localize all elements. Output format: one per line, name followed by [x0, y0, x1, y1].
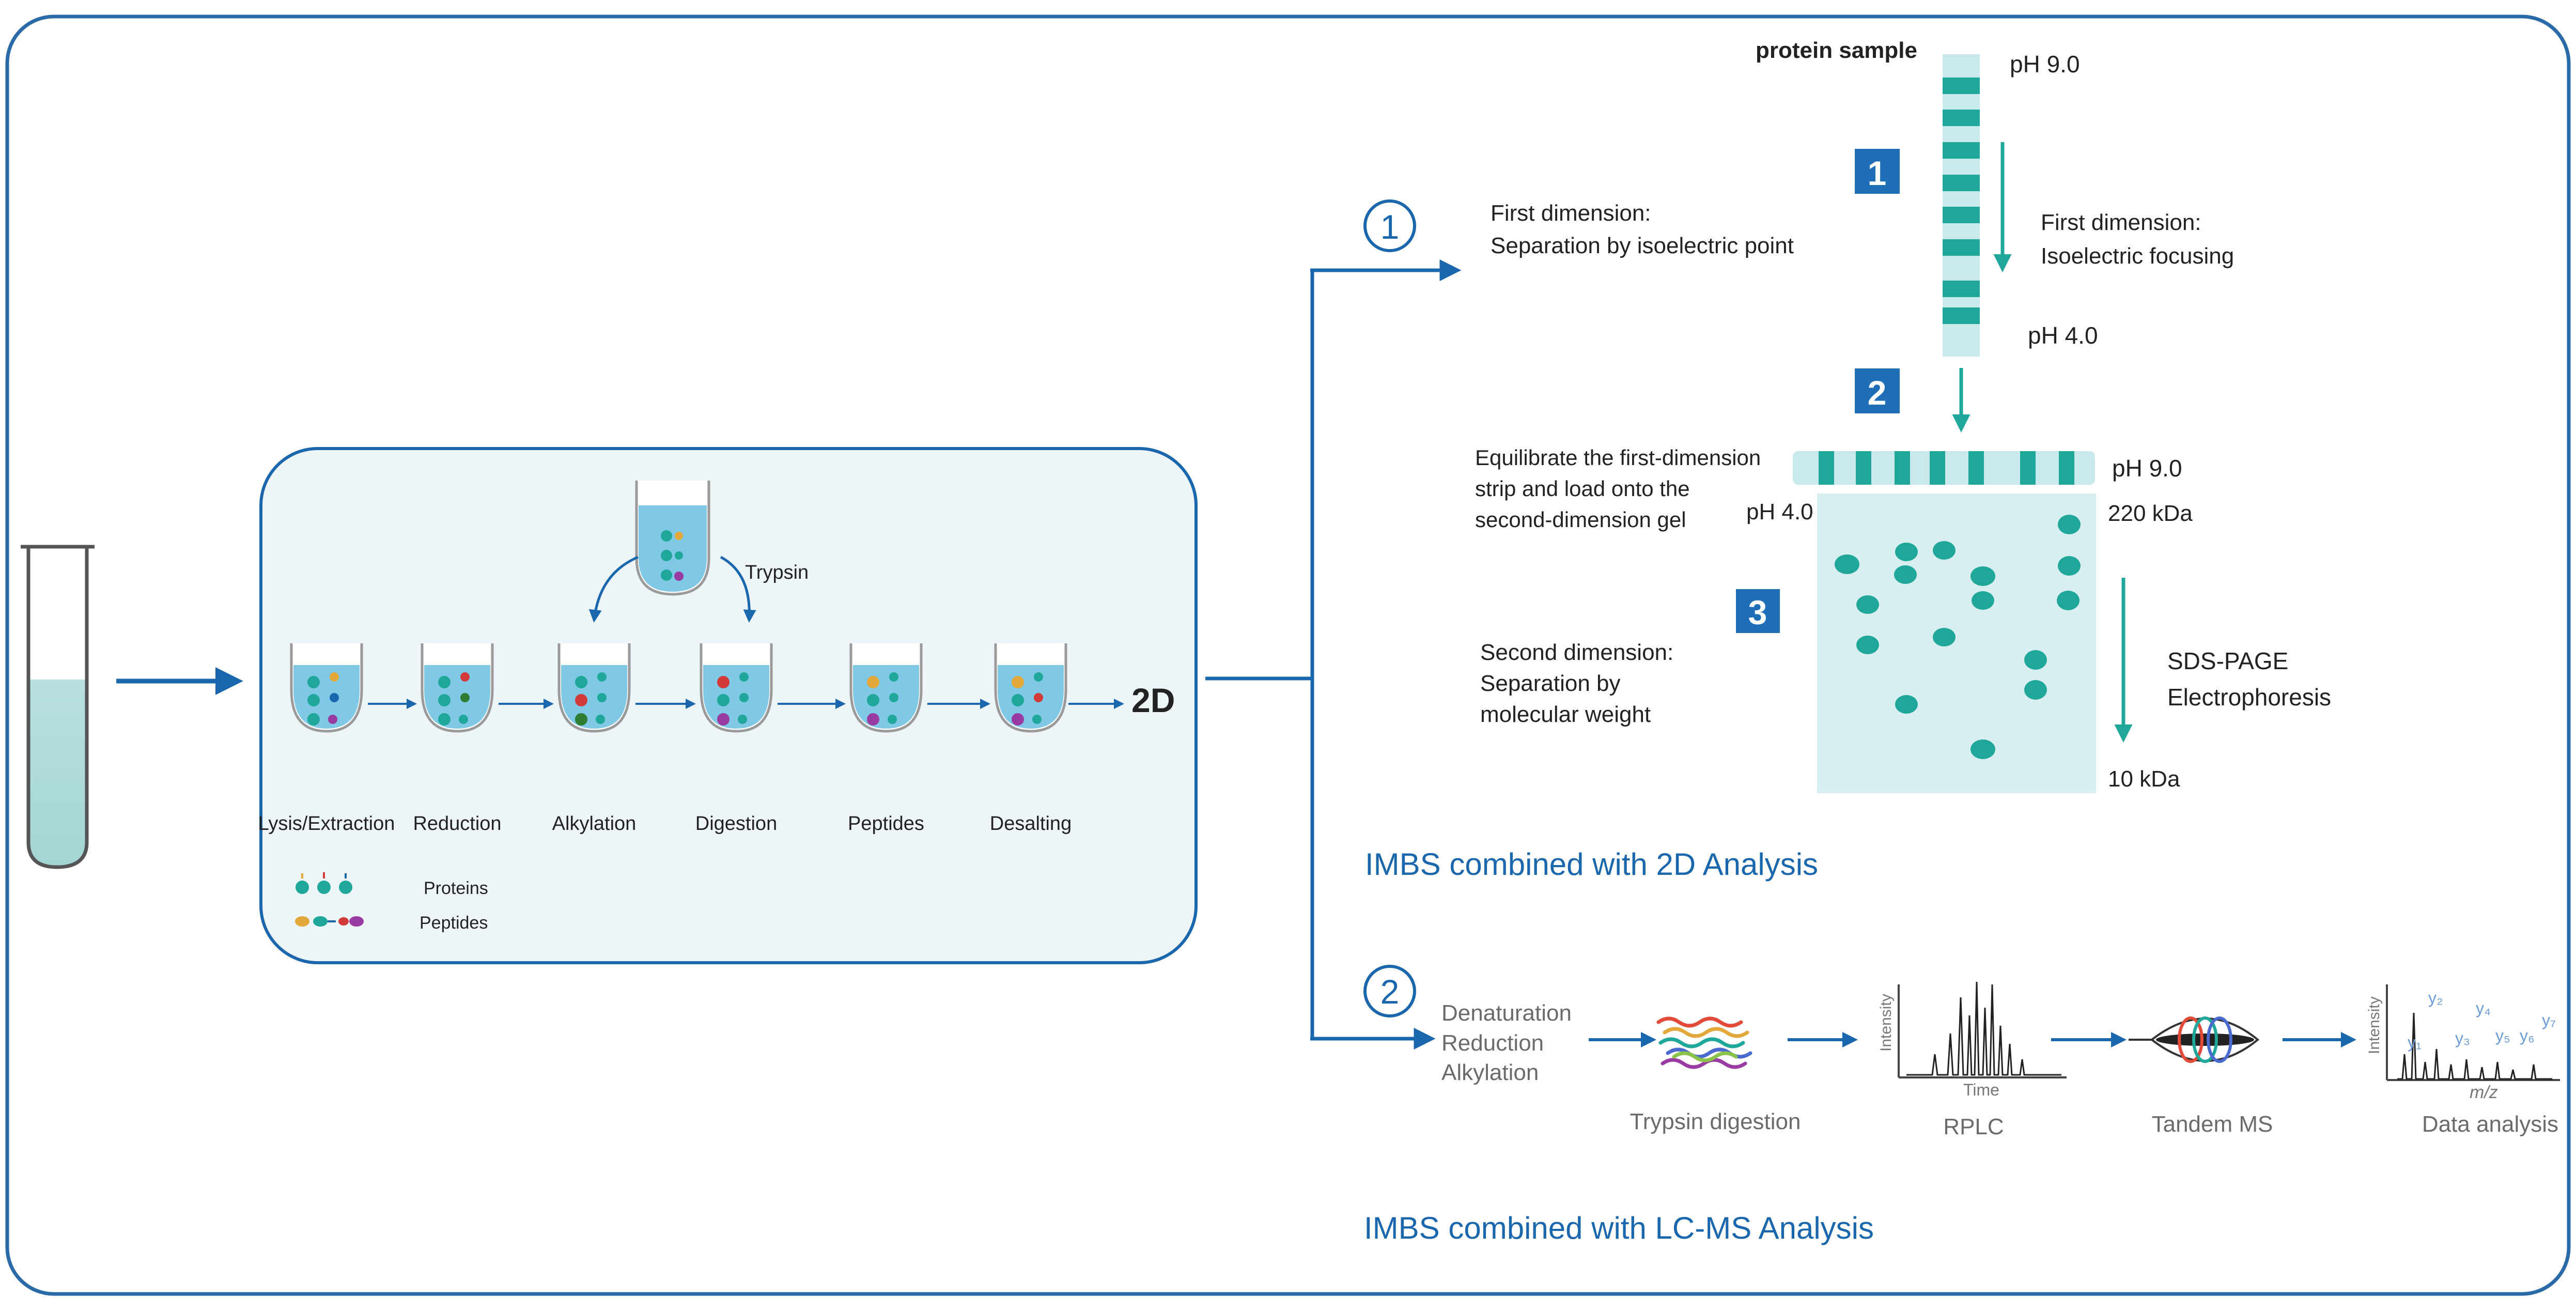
- branch1-caption: IMBS combined with 2D Analysis: [1365, 847, 1818, 882]
- ion-y5: y₅: [2495, 1026, 2510, 1045]
- tandem-ms-icon: [2129, 1016, 2260, 1063]
- prep-reduction: Reduction: [1441, 1030, 1544, 1056]
- branch1-title-line1: First dimension:: [1491, 200, 1651, 226]
- ms-ylabel: Intensity: [2366, 996, 2383, 1054]
- mw-bottom-label: 10 kDa: [2108, 766, 2180, 792]
- sds-page-line1: SDS-PAGE: [2167, 647, 2288, 674]
- end-2d-label: 2D: [1131, 681, 1175, 719]
- prep-step-tubes: [290, 643, 1124, 733]
- sample-test-tube: [21, 545, 95, 869]
- prep-alkylation: Alkylation: [1441, 1060, 1539, 1085]
- second-dim-line3: molecular weight: [1480, 702, 1651, 727]
- rplc-chromatogram: [1898, 981, 2067, 1078]
- prep-tube-3: [557, 643, 631, 733]
- prep-tube-1: [290, 643, 363, 733]
- rplc-ylabel: Intensity: [1877, 994, 1895, 1052]
- prep-step-label-6: Desalting: [990, 813, 1072, 835]
- step3-badge: [1736, 589, 1780, 633]
- step1-badge-number: 1: [1868, 154, 1887, 192]
- prep-tube-4: [700, 643, 773, 733]
- strip-top-ph: pH 9.0: [2010, 51, 2080, 78]
- prep-denaturation: Denaturation: [1441, 1000, 1572, 1026]
- equilibrate-line2: strip and load onto the: [1475, 476, 1690, 501]
- step2-badge: [1855, 368, 1900, 413]
- ion-y3: y₃: [2455, 1029, 2470, 1047]
- prep-tube-6: [994, 643, 1067, 733]
- mw-top-label: 220 kDa: [2108, 501, 2193, 526]
- stage-data-analysis: Data analysis: [2422, 1112, 2558, 1137]
- ion-y1: y₁: [2408, 1033, 2422, 1052]
- prep-step-label-3: Alkylation: [552, 813, 637, 835]
- ms-spectrum: [2386, 984, 2560, 1081]
- prep-tube-2: [421, 643, 494, 733]
- legend-peptides-label: Peptides: [420, 913, 488, 933]
- legend-proteins-icon: [296, 872, 352, 894]
- step2-badge-number: 2: [1868, 374, 1887, 412]
- step1-badge: [1855, 149, 1900, 194]
- stage-trypsin-digestion: Trypsin digestion: [1630, 1109, 1801, 1134]
- branch2-number: 2: [1380, 973, 1400, 1011]
- ief-label-line2: Isoelectric focusing: [2041, 243, 2234, 269]
- gel-right-ph: pH 9.0: [2112, 455, 2182, 482]
- prep-tube-5: [849, 643, 923, 733]
- prep-step-label-4: Digestion: [695, 813, 777, 835]
- legend: Proteins Peptides: [295, 872, 488, 933]
- prep-step-label-5: Peptides: [848, 813, 924, 835]
- ion-y2: y₂: [2428, 989, 2443, 1007]
- ion-y6: y₆: [2520, 1026, 2535, 1045]
- ion-labels: y₁ y₂ y₃ y₄ y₅ y₆ y₇: [2408, 989, 2556, 1052]
- outer-frame: [5, 14, 2571, 1296]
- sds-page-line2: Electrophoresis: [2167, 684, 2331, 711]
- prep-step-label-2: Reduction: [413, 813, 501, 835]
- ion-y7: y₇: [2542, 1011, 2556, 1029]
- second-dim-line2: Separation by: [1480, 671, 1621, 696]
- second-dim-line1: Second dimension:: [1480, 640, 1673, 665]
- step3-badge-number: 3: [1748, 593, 1767, 631]
- trypsin-label: Trypsin: [745, 562, 809, 583]
- loaded-strip: [1793, 451, 2095, 485]
- branch1-number-circle: [1363, 199, 1416, 252]
- ms-xlabel: m/z: [2470, 1083, 2498, 1102]
- rplc-xlabel: Time: [1963, 1081, 1999, 1099]
- prep-step-label-1: Lysis/Extraction: [258, 813, 395, 835]
- stage-rplc: RPLC: [1943, 1114, 2004, 1139]
- legend-peptides-icon: [295, 916, 364, 927]
- equilibrate-line1: Equilibrate the first-dimension: [1475, 445, 1761, 470]
- branch1-number: 1: [1380, 208, 1400, 246]
- trypsin-tube: [635, 481, 710, 596]
- stage-tandem-ms: Tandem MS: [2152, 1112, 2273, 1137]
- branch2-caption: IMBS combined with LC-MS Analysis: [1364, 1211, 1874, 1245]
- trypsin-arrow-right: [720, 556, 756, 623]
- legend-proteins-label: Proteins: [424, 878, 488, 898]
- ief-strip: [1943, 54, 1980, 357]
- equilibrate-line3: second-dimension gel: [1475, 507, 1686, 532]
- gel-spots: [1835, 515, 2081, 759]
- branch2-number-circle: [1363, 965, 1416, 1017]
- strip-bottom-ph: pH 4.0: [2028, 322, 2098, 349]
- branch-connector: [1205, 259, 1462, 1050]
- gel-left-ph: pH 4.0: [1746, 499, 1813, 525]
- ion-y4: y₄: [2476, 999, 2491, 1017]
- trypsin-arrow-left: [588, 556, 639, 623]
- prep-step-labels: Lysis/Extraction Reduction Alkylation Diges…: [258, 813, 1072, 835]
- branch1-title-line2: Separation by isoelectric point: [1491, 233, 1794, 258]
- protein-sample-label: protein sample: [1756, 38, 1917, 63]
- ief-label-line1: First dimension:: [2041, 210, 2201, 235]
- trypsin-digest-icon: [1656, 1016, 1752, 1069]
